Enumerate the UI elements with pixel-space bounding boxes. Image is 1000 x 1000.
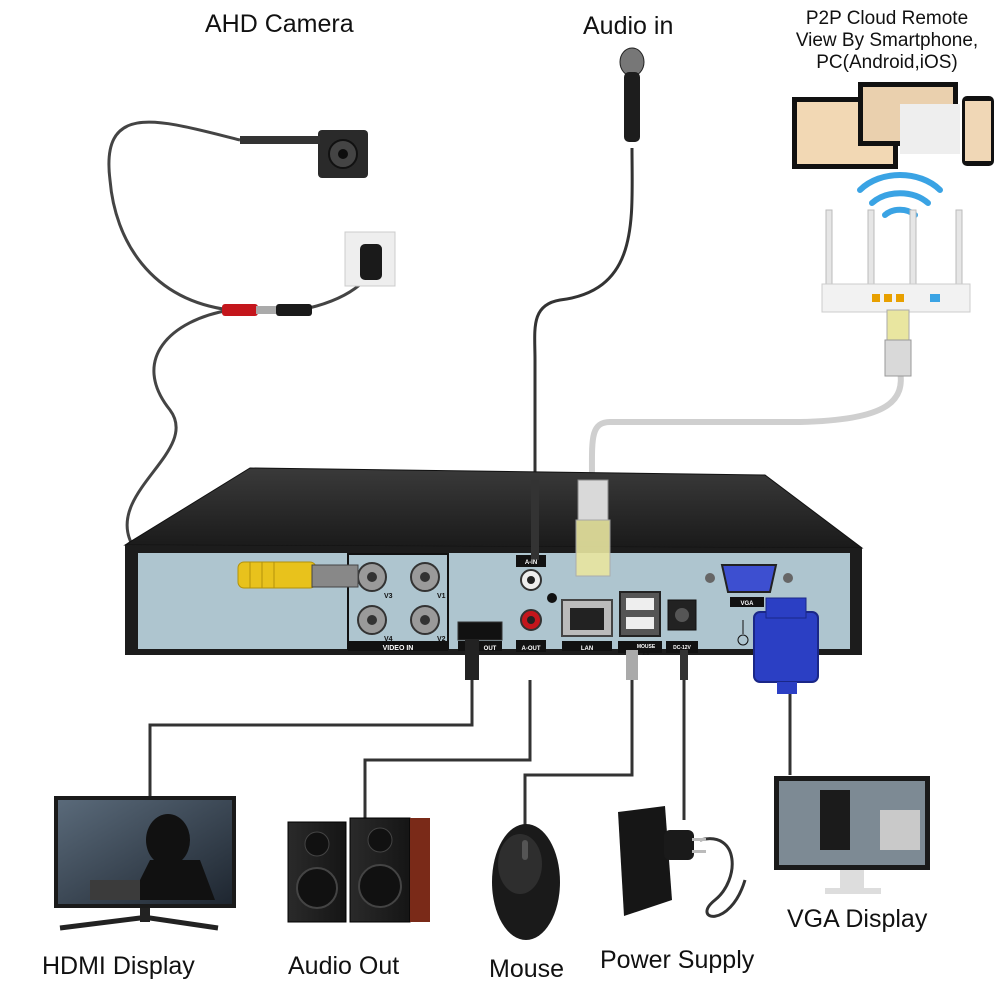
devices-icon — [792, 82, 994, 169]
panel-label-dc: DC-12V — [673, 645, 691, 651]
label-p2p: P2P Cloud Remote View By Smartphone, PC(… — [776, 8, 998, 74]
bnc-port-v1[interactable] — [410, 562, 440, 592]
label-hdmi-display: HDMI Display — [42, 952, 195, 980]
screw-hole — [547, 593, 557, 603]
router-icon — [821, 209, 971, 313]
camera-bnc-plug — [237, 561, 359, 589]
panel-label-v2: V2 — [437, 636, 446, 643]
audio-out-cable — [363, 680, 532, 820]
label-vga-display: VGA Display — [787, 905, 928, 933]
label-power-supply: Power Supply — [600, 946, 755, 974]
lan-plug — [575, 479, 611, 577]
audio-in-plug — [531, 480, 539, 560]
mouse-cable — [523, 680, 634, 828]
panel-label-hdmi-out: OUT — [484, 646, 497, 652]
mouse-icon — [492, 824, 560, 940]
panel-label-vga: VGA — [740, 601, 754, 607]
microphone-icon — [619, 47, 645, 142]
panel-label-usb: 2.0 — [643, 651, 650, 657]
label-audio-in: Audio in — [583, 12, 674, 40]
panel-label-a-in: A-IN — [525, 560, 537, 566]
dc-splitter-icon — [222, 304, 312, 316]
ground-symbol — [737, 620, 749, 646]
ahd-camera-icon — [240, 130, 368, 178]
panel-label-v3: V3 — [384, 593, 393, 600]
label-audio-out: Audio Out — [288, 952, 400, 980]
label-ahd-camera: AHD Camera — [205, 10, 354, 38]
wifi-icon — [857, 172, 943, 218]
bnc-port-v3[interactable] — [357, 562, 387, 592]
bnc-port-v4[interactable] — [357, 605, 387, 635]
panel-label-lan: LAN — [581, 646, 593, 652]
panel-label-mouse: MOUSE — [637, 644, 656, 650]
label-p2p-line1: P2P Cloud Remote — [805, 8, 969, 29]
audio-in-port[interactable] — [516, 555, 546, 591]
vga-port[interactable] — [705, 564, 793, 607]
panel-label-v4: V4 — [384, 636, 393, 643]
lan-port[interactable] — [561, 599, 613, 651]
speakers-icon — [287, 817, 430, 923]
lan-cable — [588, 369, 904, 481]
vga-display-icon — [774, 776, 930, 894]
label-mouse: Mouse — [489, 955, 565, 983]
power-adapter-plug-icon — [344, 231, 396, 287]
panel-label-v1: V1 — [437, 593, 446, 600]
power-cable — [682, 680, 747, 918]
power-adapter-icon — [618, 806, 706, 916]
label-p2p-line2: View By Smartphone, — [795, 30, 979, 51]
router-lan-plug — [884, 309, 912, 377]
panel-label-video-in: VIDEO IN — [383, 645, 414, 652]
panel-label-a-out: A-OUT — [522, 646, 541, 652]
dvr-recorder — [123, 467, 864, 694]
bnc-port-v2[interactable] — [410, 605, 440, 635]
dc-power-port[interactable] — [666, 599, 698, 680]
hdmi-display-icon — [54, 796, 236, 931]
vga-plug — [753, 597, 819, 694]
audio-in-cable — [533, 147, 634, 520]
hdmi-cable — [148, 680, 474, 800]
video-in-block — [347, 553, 449, 651]
usb-ports[interactable] — [618, 591, 662, 680]
label-p2p-line3: PC(Android,iOS) — [816, 52, 958, 73]
audio-out-port[interactable] — [516, 609, 546, 652]
hdmi-port[interactable] — [457, 621, 503, 680]
